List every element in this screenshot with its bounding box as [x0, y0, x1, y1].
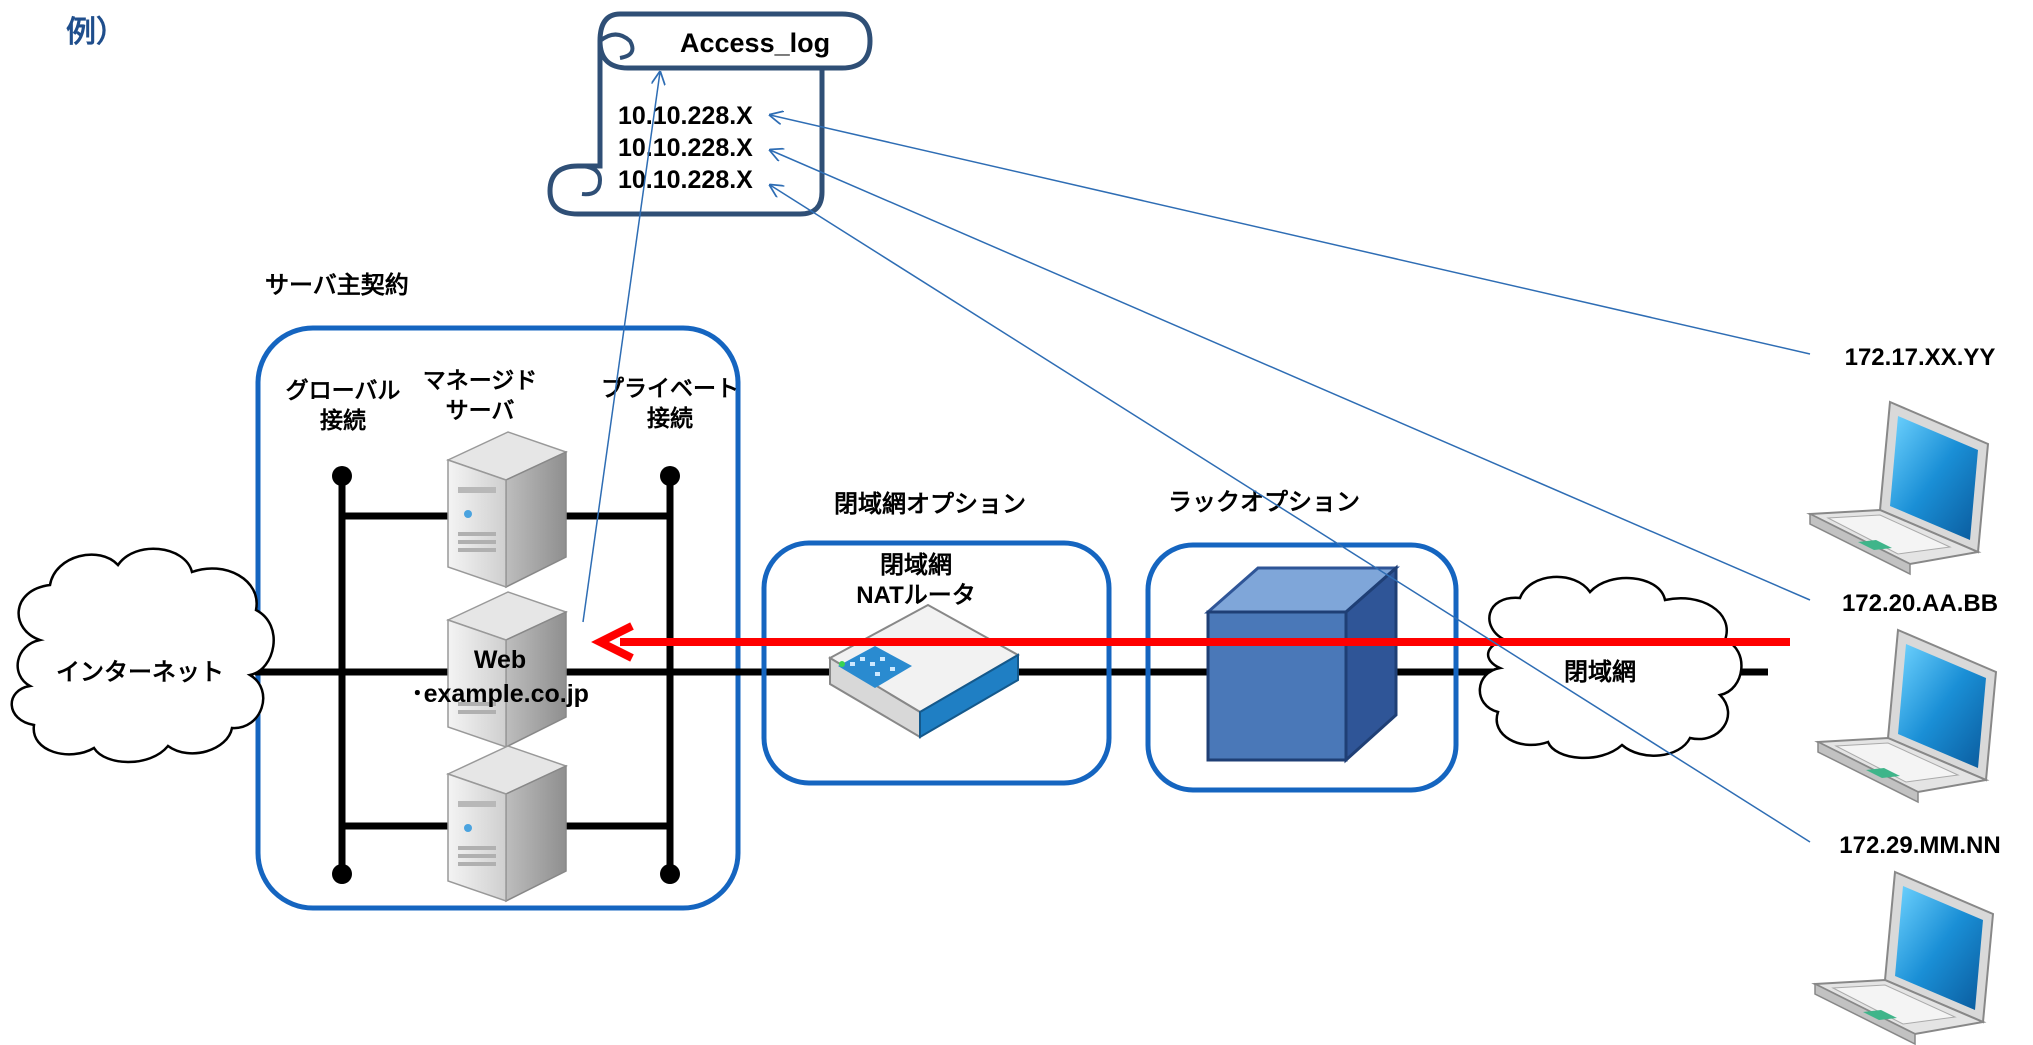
nat-router-label: 閉域網 [880, 552, 952, 579]
laptop-icon [1806, 400, 1990, 576]
access-log-entry: 10.10.228.X [618, 166, 753, 194]
closed-network-option-box [761, 540, 1112, 786]
rack-option-label: ラックオプション [1168, 489, 1360, 516]
laptop-icon [1814, 628, 1998, 804]
bus-node [660, 466, 680, 486]
server-icon [446, 431, 568, 589]
managed-server-label: マネージド [423, 367, 538, 393]
client-ip-label: 172.29.MM.NN [1839, 832, 2000, 859]
example-heading: 例） [66, 15, 126, 49]
rack-option-box [1145, 542, 1459, 793]
internet-label: インターネット [56, 659, 224, 686]
bus-node [332, 864, 352, 884]
server-contract-label: サーバ主契約 [265, 271, 409, 299]
cloud-icon: 閉域網 [1478, 575, 1743, 760]
server-icon [446, 591, 568, 749]
bus-node [332, 466, 352, 486]
client-ip-label: 172.20.AA.BB [1842, 590, 1998, 617]
access-log-scroll: Access_log 10.10.228.X 10.10.228.X 10.10… [547, 11, 873, 217]
laptop-icon [1811, 870, 1995, 1045]
access-log-entry: 10.10.228.X [618, 102, 753, 130]
managed-server-label-2: サーバ [446, 397, 515, 423]
router-icon [827, 603, 1021, 739]
log-link-lines [582, 72, 1811, 843]
web-server-domain: ･example.co.jp [411, 680, 589, 708]
server-icon [446, 745, 568, 903]
rack-cube-icon [1204, 564, 1400, 764]
cloud-icon: インターネット [10, 547, 275, 764]
private-connection-label-2: 接続 [647, 405, 693, 431]
bus-node [660, 864, 680, 884]
global-connection-label: グローバル [286, 377, 401, 403]
closed-network-label: 閉域網 [1564, 659, 1636, 686]
access-log-entry: 10.10.228.X [618, 134, 753, 162]
client-ip-label: 172.17.XX.YY [1845, 344, 1996, 371]
global-connection-label-2: 接続 [320, 407, 366, 433]
access-log-title: Access_log [680, 28, 830, 58]
private-connection-label: プライベート [601, 375, 739, 401]
nat-router-label-2: NATルータ [856, 582, 976, 609]
traffic-flow-arrow [591, 622, 1790, 662]
closed-network-option-label: 閉域網オプション [834, 491, 1026, 518]
web-server-label: Web [474, 646, 526, 674]
scroll-icon [547, 11, 873, 217]
